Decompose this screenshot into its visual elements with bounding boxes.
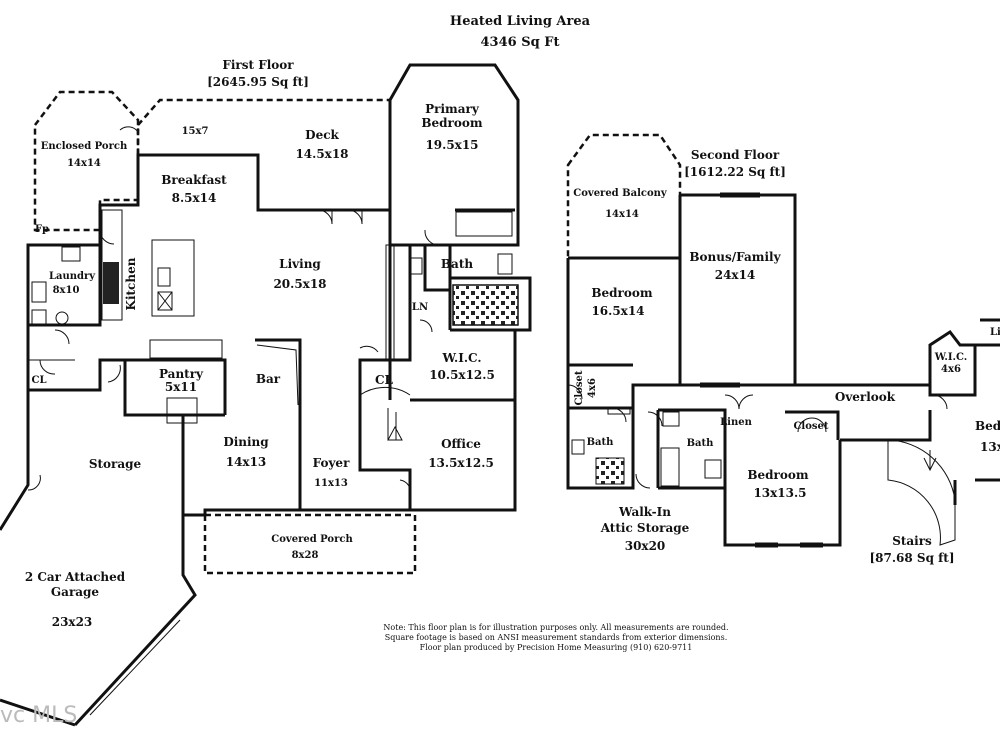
pantry-dim: 5x11 [165, 380, 197, 394]
living-dim: 20.5x18 [273, 277, 326, 291]
breakfast-label: Breakfast [161, 173, 227, 187]
bonus-family-dim: 24x14 [715, 268, 756, 282]
garage-dim: 23x23 [52, 615, 93, 629]
attic-storage-label-2: Attic Storage [600, 521, 690, 535]
second-floor-walls [566, 192, 1000, 548]
first-floor-title: First Floor [222, 58, 294, 72]
closet-3-label: Closet [793, 421, 828, 432]
closet-label: CL [375, 373, 394, 387]
closet-4x6-dim: 4x6 [587, 378, 598, 398]
wic-second-dim: 4x6 [941, 364, 961, 375]
office-label: Office [441, 437, 481, 451]
foyer-label: Foyer [313, 456, 350, 470]
bonus-family-label: Bonus/Family [689, 250, 781, 264]
overlook-label: Overlook [835, 390, 896, 404]
enclosed-porch-label: Enclosed Porch [41, 141, 128, 152]
bedroom-4-partial-label: Bedr [975, 419, 1000, 433]
note-line-1: Note: This floor plan is for illustratio… [383, 623, 728, 632]
attic-storage-dim: 30x20 [625, 539, 666, 553]
note-line-3: Floor plan produced by Precision Home Me… [420, 643, 693, 652]
labels: Heated Living Area 4346 Sq Ft First Floo… [0, 14, 1000, 728]
attic-storage-label-1: Walk-In [618, 505, 671, 519]
heated-area-value: 4346 Sq Ft [481, 35, 560, 50]
primary-bath-label: Bath [441, 257, 473, 271]
deck-dim: 14.5x18 [295, 147, 348, 161]
covered-porch-dim: 8x28 [292, 550, 319, 561]
covered-porch-label: Covered Porch [271, 534, 353, 545]
bar-label: Bar [256, 372, 281, 386]
mls-watermark: vc MLS [0, 703, 77, 728]
foyer-dim: 11x13 [314, 478, 348, 489]
living-label: Living [279, 257, 321, 271]
primary-bedroom-dim: 19.5x15 [425, 138, 478, 152]
bedroom-2-label: Bedroom [591, 286, 652, 300]
enclosed-porch-dim: 14x14 [67, 158, 101, 169]
closet-4x6-label: Closet [574, 370, 585, 405]
garage-label-2: Garage [51, 585, 100, 599]
covered-balcony-dim: 14x14 [605, 209, 639, 220]
primary-bedroom-area [388, 63, 520, 247]
laundry-dim: 8x10 [53, 285, 80, 296]
stairs-area: [87.68 Sq ft] [869, 551, 954, 565]
garage-area [0, 390, 197, 727]
office-dim: 13.5x12.5 [428, 456, 494, 470]
primary-bedroom-label-2: Bedroom [421, 116, 482, 130]
bedroom-2-dim: 16.5x14 [591, 304, 644, 318]
deck-label: Deck [305, 128, 339, 142]
covered-porch-area [203, 513, 417, 575]
garage-label-1: 2 Car Attached [25, 570, 126, 584]
bath-3-label: Bath [687, 438, 715, 449]
laundry-label: Laundry [49, 271, 96, 282]
li-partial-label: Li [990, 327, 1000, 338]
pantry-label: Pantry [159, 367, 204, 381]
heated-area-title: Heated Living Area [450, 14, 591, 29]
first-floor-walls [26, 126, 532, 517]
linen-closet-label: LN [412, 302, 428, 313]
bedroom-3-label: Bedroom [747, 468, 808, 482]
kitchen-label: Kitchen [124, 257, 138, 310]
breakfast-dim: 8.5x14 [172, 191, 217, 205]
dining-label: Dining [223, 435, 269, 449]
fireplace-label: Fp [35, 224, 49, 235]
covered-balcony-label: Covered Balcony [573, 188, 668, 199]
stairs-title: Stairs [892, 534, 932, 548]
storage-label: Storage [89, 457, 142, 471]
primary-bedroom-label-1: Primary [425, 102, 480, 116]
deck-small-dim: 15x7 [182, 126, 209, 137]
dining-dim: 14x13 [226, 455, 267, 469]
wic-dim: 10.5x12.5 [429, 368, 495, 382]
note-line-2: Square footage is based on ANSI measurem… [385, 633, 727, 642]
first-floor-area: [2645.95 Sq ft] [207, 75, 309, 89]
linen-label: Linen [720, 417, 752, 428]
bedroom-3-dim: 13x13.5 [753, 486, 806, 500]
wic-label: W.I.C. [441, 351, 481, 365]
second-floor-area: [1612.22 Sq ft] [684, 165, 786, 179]
wic-second-label: W.I.C. [934, 352, 968, 363]
laundry-closet-label: CL [32, 375, 47, 386]
covered-balcony-area [566, 133, 682, 260]
bath-2-label: Bath [587, 437, 615, 448]
bedroom-4-partial-dim: 13x [980, 440, 1000, 454]
second-floor-title: Second Floor [691, 148, 780, 162]
